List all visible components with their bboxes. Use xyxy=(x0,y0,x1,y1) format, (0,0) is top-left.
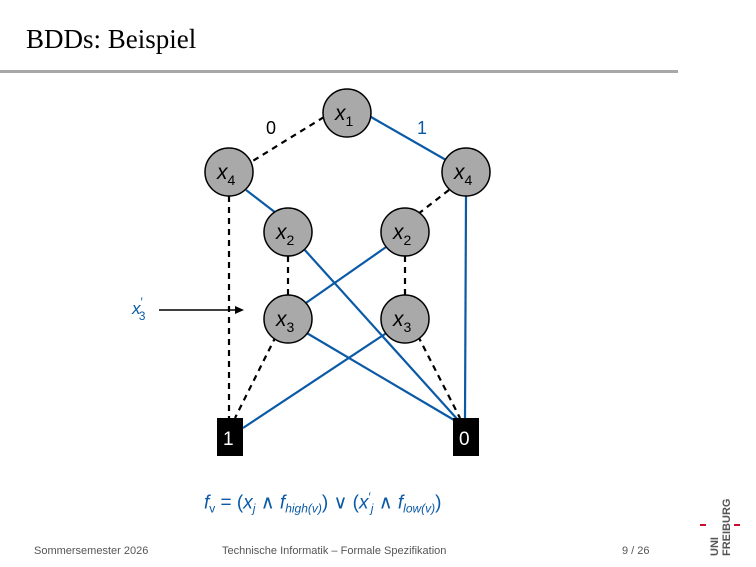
footer-course: Technische Informatik – Formale Spezifik… xyxy=(222,545,447,557)
edge-x3left-one-low xyxy=(234,335,277,419)
svg-text:x2: x2 xyxy=(392,221,412,248)
node-x4-left: x4 xyxy=(204,147,254,197)
node-x4-right: x4 xyxy=(441,147,491,197)
node-x2-right: x2 xyxy=(380,207,430,257)
edge-x2right-x3left-high xyxy=(302,244,390,306)
footer-semester: Sommersemester 2026 xyxy=(34,545,149,557)
edge-x2left-zero-high xyxy=(302,247,459,421)
slide-title: BDDs: Beispiel xyxy=(26,24,197,54)
svg-text:x4: x4 xyxy=(453,161,473,188)
node-x2-left: x2 xyxy=(263,207,313,257)
bdd-nodes: x1 x4 x4 x2 x2 x3 x3 1 xyxy=(204,88,491,456)
svg-text:x3: x3 xyxy=(392,308,412,335)
low-edge-label: 0 xyxy=(266,118,276,138)
node-x1-root: x1 xyxy=(322,88,372,138)
terminal-zero: 0 xyxy=(453,418,479,456)
title-divider xyxy=(0,70,678,73)
svg-text:x1: x1 xyxy=(334,102,354,129)
shannon-formula: fv = (xj ∧ fhigh(v)) ∨ (x′j ∧ flow(v)) xyxy=(204,490,442,516)
terminal-one: 1 xyxy=(217,418,243,456)
pointer-arrowhead xyxy=(235,306,244,314)
bdd-diagram: 0 1 x′3 x1 x4 x4 x2 x2 x3 xyxy=(131,88,491,456)
bdd-edges xyxy=(227,116,468,429)
node-x3-right: x3 xyxy=(380,294,430,344)
high-edge-label: 1 xyxy=(417,118,427,138)
logo-uni: UNI xyxy=(709,537,721,556)
svg-text:x3: x3 xyxy=(275,308,295,335)
edge-x1-x4left-low xyxy=(250,116,325,163)
edge-x3right-one-high xyxy=(242,331,389,429)
edge-x1-x4right-high xyxy=(370,116,447,161)
edge-x4right-x2right-low xyxy=(417,189,450,215)
svg-text:x4: x4 xyxy=(216,161,236,188)
node-x3-left: x3 xyxy=(263,294,313,344)
edge-x3left-zero-high xyxy=(304,331,455,421)
svg-text:x2: x2 xyxy=(275,221,295,248)
svg-text:0: 0 xyxy=(459,429,470,450)
edge-x4right-zero-high xyxy=(463,195,468,419)
pointer-label: x′3 xyxy=(131,295,146,323)
edge-x3right-zero-low xyxy=(417,335,461,419)
pointer-x3-prime: x′3 xyxy=(131,295,244,323)
logo-freiburg: FREIBURG xyxy=(721,499,733,556)
university-logo: UNI FREIBURG xyxy=(700,499,740,556)
edge-x4left-x2left-high xyxy=(245,189,277,214)
svg-text:1: 1 xyxy=(223,429,234,450)
footer-page-number: 9 / 26 xyxy=(622,545,650,557)
